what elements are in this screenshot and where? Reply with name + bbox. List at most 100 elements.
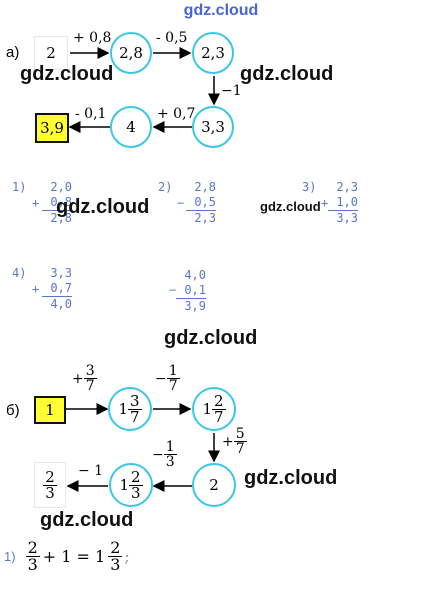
node-a-2: 2,8 [110, 32, 152, 74]
op-b4-num: 1 [165, 439, 175, 455]
calc-5: 4,0 0,1 3,9 [176, 268, 206, 314]
op-b3-num: 5 [235, 426, 245, 442]
op-a1: + 0,8 [73, 30, 112, 46]
op-b2-den: 7 [166, 378, 180, 394]
node-a-end: 3,9 [35, 113, 69, 143]
equation-middle: + 1 = 1 [42, 547, 106, 566]
watermark: gdz.cloud [240, 63, 334, 85]
equation-f2-num: 2 [110, 538, 121, 557]
part-b-label: б) [6, 402, 20, 419]
node-b-end-num: 2 [45, 467, 55, 486]
op-a3: −1 [221, 83, 242, 99]
calc-1-result: 2,8 [42, 210, 72, 226]
calc-2: 2,8 0,5 2,3 [186, 180, 216, 226]
equation-f1-den: 3 [25, 555, 40, 574]
calc-2-op: − [177, 196, 185, 210]
watermark: gdz.cloud [244, 467, 338, 489]
equation-tail: ; [124, 547, 130, 566]
watermark: gdz.cloud [20, 63, 114, 85]
node-b-4: 2 [192, 463, 236, 507]
node-a-3: 2,3 [192, 32, 234, 74]
node-b-2-whole: 1 [118, 400, 128, 418]
node-a-start: 2 [34, 36, 68, 70]
node-b-end-den: 3 [43, 483, 57, 502]
calc-1-top: 2,0 [50, 180, 72, 194]
op-b4-sign: − [152, 446, 164, 463]
calc-2-result: 2,3 [186, 210, 216, 226]
calc-1: 2,0 0,8 2,8 [42, 180, 72, 226]
part-a-label: а) [6, 44, 20, 61]
calc-3-result: 3,3 [328, 210, 358, 226]
calc-4-op: + [32, 282, 40, 296]
node-b-3-whole: 1 [202, 400, 212, 418]
equation-label: 1) [4, 549, 16, 564]
op-b1-den: 7 [83, 378, 97, 394]
calc-4: 3,3 0,7 4,0 [42, 266, 72, 312]
watermark: gdz.cloud [260, 199, 321, 214]
node-b-3-num: 2 [214, 391, 224, 410]
op-b5: − 1 [78, 463, 104, 479]
node-b-2-num: 3 [130, 391, 140, 410]
calc-3-label: 3) [302, 180, 317, 194]
watermark-top: gdz.cloud [183, 2, 259, 19]
op-b2-sign: − [155, 370, 167, 387]
node-a-5: 4 [110, 106, 152, 148]
op-b3-sign: + [222, 433, 234, 450]
node-b-5-num: 2 [131, 467, 141, 486]
equation-f1-num: 2 [27, 538, 38, 557]
calc-4-bottom: 0,7 [50, 281, 72, 295]
watermark: gdz.cloud [40, 509, 134, 531]
op-b1-sign: + [72, 370, 84, 387]
calc-3-bottom: 1,0 [336, 195, 358, 209]
node-b-start: 1 [34, 396, 66, 424]
calc-2-label: 2) [158, 180, 173, 194]
calc-4-top: 3,3 [50, 266, 72, 280]
calc-5-op: − [169, 283, 177, 297]
calc-5-result: 3,9 [176, 298, 206, 314]
calc-4-label: 4) [12, 266, 27, 280]
calc-2-bottom: 0,5 [194, 195, 216, 209]
calc-4-result: 4,0 [42, 296, 72, 312]
node-a-4: 3,3 [192, 106, 234, 148]
calc-5-bottom: 0,1 [184, 283, 206, 297]
calc-5-top: 4,0 [184, 268, 206, 282]
calc-3-op: + [321, 196, 329, 210]
watermark: gdz.cloud [164, 327, 258, 349]
node-b-5-den: 3 [129, 483, 143, 502]
node-b-3-den: 7 [212, 407, 226, 426]
watermark: gdz.cloud [56, 196, 150, 218]
calc-1-op: + [32, 196, 40, 210]
node-b-5-whole: 1 [119, 476, 129, 494]
equation-f2-den: 3 [108, 555, 123, 574]
op-a4: + 0,7 [157, 106, 196, 122]
op-b1-num: 3 [85, 363, 95, 379]
op-a5: - 0,1 [75, 106, 107, 122]
op-b2-num: 1 [168, 363, 178, 379]
calc-2-top: 2,8 [194, 180, 216, 194]
op-b3-den: 7 [233, 441, 247, 457]
node-b-2-den: 7 [128, 407, 142, 426]
op-b4-den: 3 [163, 454, 177, 470]
calc-3-top: 2,3 [336, 180, 358, 194]
